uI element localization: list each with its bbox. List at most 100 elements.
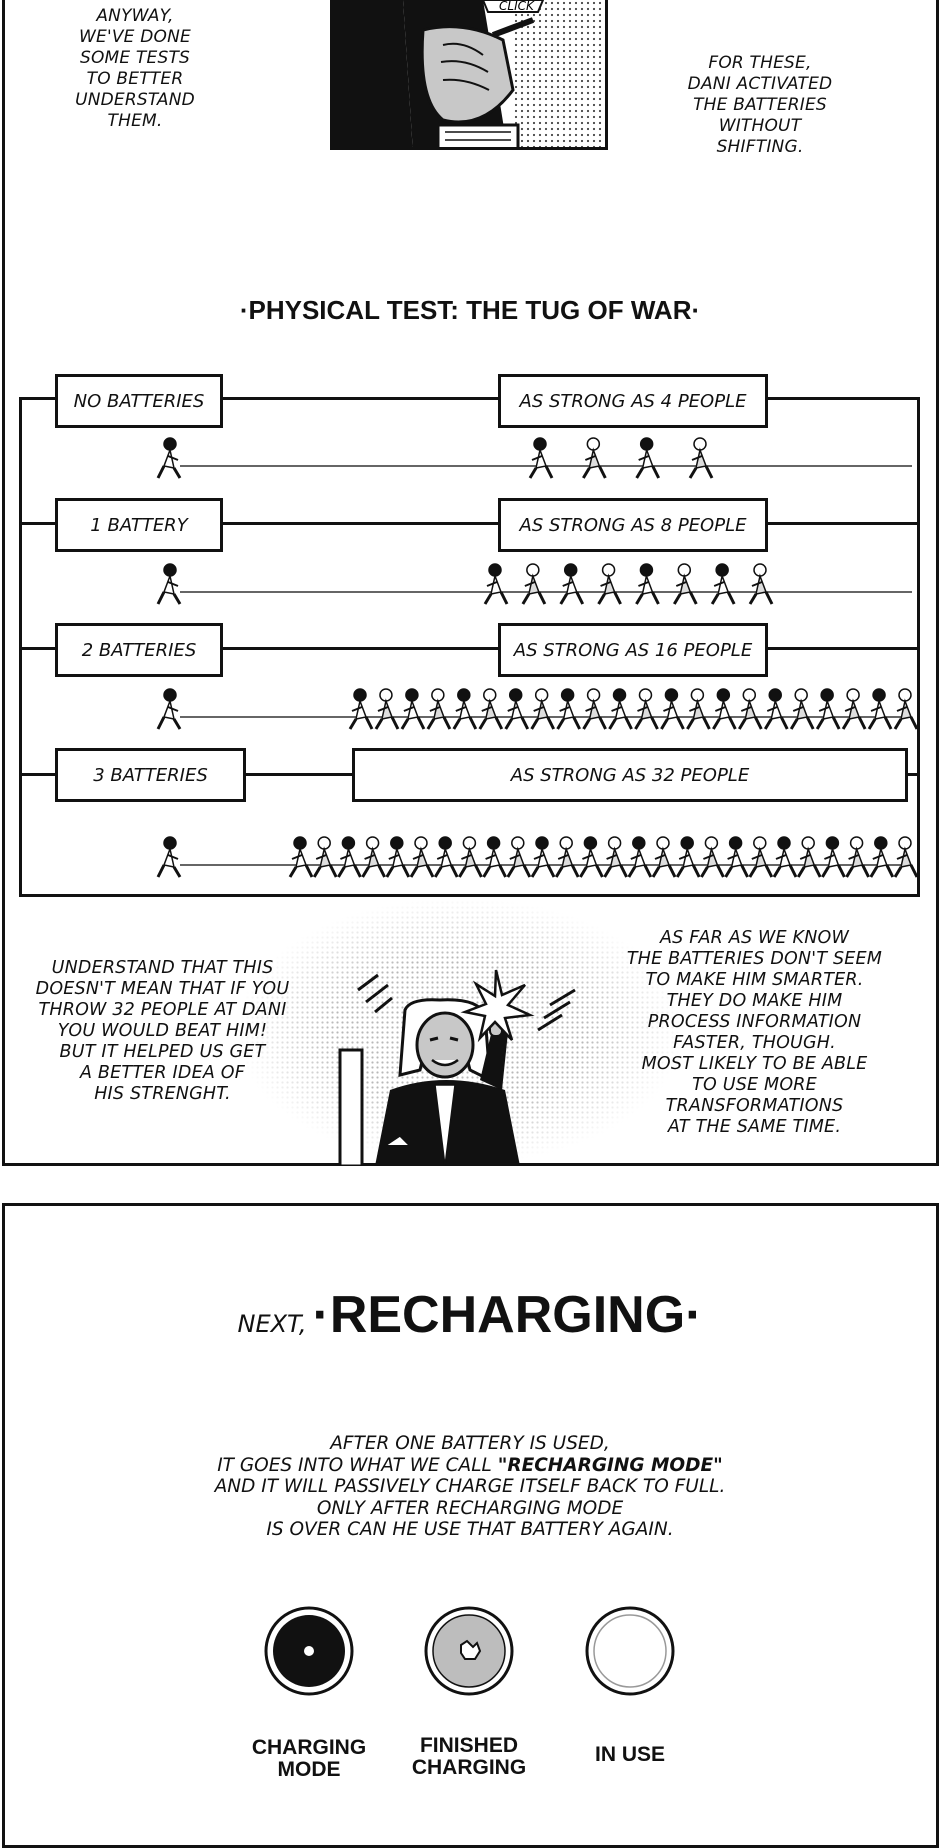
right-caption: FOR THESE, DANI ACTIVATED THE BATTERIES …	[687, 53, 833, 157]
body-line: AFTER ONE BATTERY IS USED,	[330, 1433, 610, 1454]
body-line: AND IT WILL PASSIVELY CHARGE ITSELF BACK…	[214, 1476, 726, 1497]
right-note: AS FAR AS WE KNOW THE BATTERIES DON'T SE…	[626, 928, 883, 1137]
row-result-4: AS STRONG AS 4 PEOPLE	[498, 374, 768, 428]
recharging-heading: NEXT,·RECHARGING·	[0, 1285, 940, 1345]
row-connector	[765, 522, 920, 525]
puller-figure	[608, 688, 633, 730]
row-result-32: AS STRONG AS 32 PEOPLE	[352, 748, 908, 802]
row-connector	[222, 647, 500, 650]
puller-figure	[458, 836, 483, 878]
puller-figure	[482, 836, 507, 878]
diagram-top-left-line	[19, 397, 57, 400]
puller-figure	[156, 836, 182, 878]
puller-figure	[521, 563, 547, 605]
row-connector	[222, 522, 500, 525]
puller-figure	[603, 836, 628, 878]
battery-charging-mode-icon	[263, 1605, 355, 1697]
puller-figure	[582, 688, 607, 730]
puller-figure	[579, 836, 604, 878]
puller-figure	[869, 836, 895, 878]
hand-drawing-panel: CLICK	[330, 0, 608, 150]
puller-figure	[156, 437, 182, 479]
puller-figure	[772, 836, 798, 878]
body-line: IT GOES INTO WHAT WE CALL "RECHARGING MO…	[0, 1455, 940, 1477]
puller-figure	[530, 836, 556, 878]
puller-figure	[506, 836, 532, 878]
puller-figure	[156, 688, 182, 730]
puller-figure	[385, 836, 411, 878]
puller-figure	[582, 437, 607, 479]
puller-figure	[748, 563, 774, 605]
puller-figure	[528, 437, 554, 479]
puller-figure	[686, 688, 711, 730]
puller-figure	[672, 563, 698, 605]
puller-figure	[433, 836, 459, 878]
row-connector	[19, 522, 57, 525]
puller-figure	[337, 836, 362, 878]
puller-figure	[348, 688, 374, 730]
click-sfx: CLICK	[499, 0, 535, 13]
row-connector	[905, 773, 920, 776]
row-label-2-batteries: 2 BATTERIES	[55, 623, 223, 677]
recharging-body: AFTER ONE BATTERY IS USED, IT GOES INTO …	[0, 1433, 940, 1541]
puller-figure	[688, 437, 714, 479]
puller-figure	[556, 688, 581, 730]
puller-figure	[712, 688, 737, 730]
puller-figure	[156, 563, 182, 605]
puller-figure	[841, 688, 867, 730]
in-use-label: IN USE	[594, 1743, 665, 1766]
puller-figure	[597, 563, 622, 605]
puller-figure	[361, 836, 386, 878]
body-line: IS OVER CAN HE USE THAT BATTERY AGAIN.	[266, 1519, 674, 1540]
puller-figure	[893, 836, 919, 878]
row-result-16: AS STRONG AS 16 PEOPLE	[498, 623, 768, 677]
tug-of-war-svg	[156, 437, 919, 878]
battery-in-use-icon	[584, 1605, 676, 1697]
puller-figure	[893, 688, 919, 730]
puller-figure	[675, 836, 701, 878]
puller-figure	[724, 836, 749, 878]
puller-figure	[409, 836, 435, 878]
puller-figure	[426, 688, 452, 730]
recharging-mode-term: "RECHARGING MODE"	[497, 1454, 723, 1476]
row-connector	[245, 773, 353, 776]
puller-figure	[530, 688, 556, 730]
left-caption: ANYWAY, WE'VE DONE SOME TESTS TO BETTER …	[75, 6, 195, 131]
row-label-3-batteries: 3 BATTERIES	[55, 748, 246, 802]
left-note: UNDERSTAND THAT THIS DOESN'T MEAN THAT I…	[35, 958, 290, 1104]
puller-figure	[651, 836, 677, 878]
dani-pointing-illustration	[338, 969, 576, 1166]
puller-figure	[559, 563, 585, 605]
puller-figure	[845, 836, 870, 878]
body-line-part: IT GOES INTO WHAT WE CALL	[217, 1454, 498, 1476]
puller-figure	[737, 688, 763, 730]
puller-figure	[634, 688, 659, 730]
puller-figure	[478, 688, 504, 730]
puller-figure	[627, 836, 653, 878]
row-connector	[765, 647, 920, 650]
puller-figure	[374, 688, 400, 730]
puller-figure	[796, 836, 822, 878]
puller-figure	[710, 563, 736, 605]
puller-figure	[483, 563, 509, 605]
row-connector	[19, 773, 57, 776]
row-connector	[222, 397, 500, 400]
puller-figure	[504, 688, 530, 730]
puller-figure	[821, 836, 846, 878]
row-label-1-battery: 1 BATTERY	[55, 498, 223, 552]
puller-figure	[660, 688, 685, 730]
battery-finished-charging-icon	[423, 1605, 515, 1697]
puller-figure	[815, 688, 841, 730]
puller-figure	[763, 688, 789, 730]
next-prefix: NEXT,	[237, 1310, 307, 1338]
row-label-no-batteries: NO BATTERIES	[55, 374, 223, 428]
finished-charging-label: FINISHED CHARGING	[411, 1734, 527, 1779]
row-result-8: AS STRONG AS 8 PEOPLE	[498, 498, 768, 552]
row-connector	[19, 647, 57, 650]
recharging-panel	[2, 1203, 939, 1848]
recharging-title: ·RECHARGING·	[312, 1286, 703, 1344]
character-illustration	[330, 960, 600, 1166]
puller-figure	[748, 836, 774, 878]
hand-with-pen-illustration: CLICK	[333, 0, 605, 147]
puller-figure	[400, 688, 426, 730]
